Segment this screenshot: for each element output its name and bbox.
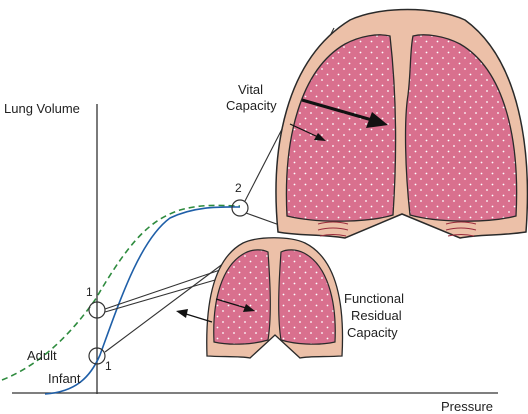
vital-capacity-marker-label: 2 [235,181,242,195]
vc-thin-arrow-shaft [289,123,319,138]
vc-thin-arrow-head [314,133,326,141]
right-lung-large [404,34,518,222]
vc-thick-arrow-shaft [301,98,373,122]
connector-frc-adult-2 [104,277,223,313]
infant-curve [44,206,241,395]
frc-inner-arrow-head [243,304,255,312]
connector-frc-adult [104,269,221,310]
frc-outer-arrow-shaft [185,313,213,323]
y-axis-label: Lung Volume [4,101,80,116]
vc-thick-arrow-head [366,112,388,128]
right-lung-small [278,249,336,345]
adult-curve [1,204,241,381]
lung-vital-capacity [275,8,528,239]
x-axis-label: Pressure [441,399,493,414]
diaphragm-marks-left [317,221,349,237]
diaphragm-marks-right [445,221,477,237]
infant-curve-label: Infant [48,371,81,386]
vital-capacity-label-line1: Vital [238,82,263,97]
frc-infant-marker-label: 1 [105,359,112,373]
frc-label-line3: Capacity [347,325,398,340]
frc-label-line1: Functional [344,291,404,306]
frc-label-line2: Residual [351,308,402,323]
lung-frc [176,237,344,359]
vital-capacity-label-line2: Capacity [226,98,277,113]
left-lung-large [285,34,397,222]
vital-capacity-point [231,199,249,217]
frc-outer-arrow-head [176,309,188,318]
left-lung-small [213,249,271,345]
frc-inner-arrow-shaft [215,298,247,309]
frc-adult-marker-label: 1 [86,285,93,299]
frc-adult-point [88,301,106,319]
adult-curve-label: Adult [27,348,57,363]
connector-frc-infant [104,259,229,353]
frc-infant-point [88,347,106,365]
